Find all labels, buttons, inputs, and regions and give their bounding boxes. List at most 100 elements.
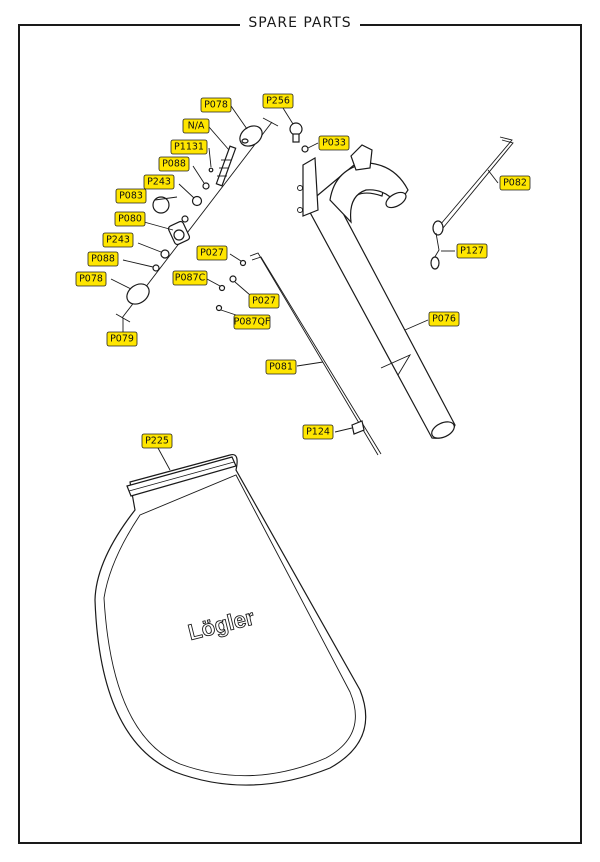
callout-p083: P083 xyxy=(115,188,147,204)
callout-p078-top: P078 xyxy=(200,97,232,113)
callout-p1131: P1131 xyxy=(170,139,208,155)
leader-p078-bot xyxy=(110,278,132,290)
bracket-hole-2 xyxy=(297,207,303,213)
callout-box xyxy=(182,118,210,134)
callout-box xyxy=(248,293,280,309)
callout-label: P076 xyxy=(432,314,456,325)
grip-cap-top xyxy=(239,125,263,147)
fasteners xyxy=(215,122,309,312)
wire-rod xyxy=(439,136,513,226)
callout-label: P078 xyxy=(79,274,103,285)
callout-p076: P076 xyxy=(428,311,460,327)
callout-label: P081 xyxy=(269,362,293,373)
callout-label: P082 xyxy=(503,178,527,189)
grip-cap-top-hole xyxy=(241,138,249,144)
callout-p243-top: P243 xyxy=(143,174,175,190)
bag-collar-line xyxy=(128,461,235,492)
washer-p027a xyxy=(239,259,247,267)
bracket-hole-1 xyxy=(297,185,303,191)
callout-label: P088 xyxy=(91,254,115,265)
callout-box xyxy=(102,232,134,248)
leader-p083 xyxy=(154,196,178,201)
main-tube xyxy=(297,144,456,439)
tube-body xyxy=(305,159,456,439)
callout-label: P225 xyxy=(145,436,169,447)
rod-assembly xyxy=(249,252,382,456)
callout-p127: P127 xyxy=(456,243,488,259)
leader-p243-bot xyxy=(137,242,162,253)
leader-p243-top xyxy=(178,183,195,199)
disc-plate xyxy=(152,196,170,214)
eye-bolt-shank xyxy=(292,133,300,143)
callout-box xyxy=(170,139,208,155)
callout-box xyxy=(196,245,228,261)
callout-label: P087QF xyxy=(234,317,271,328)
top-clamp xyxy=(350,144,373,171)
callout-label: P079 xyxy=(110,334,134,345)
leader-p082 xyxy=(487,169,499,184)
washer-p087c xyxy=(218,284,226,292)
callout-box xyxy=(141,433,173,449)
callout-box xyxy=(499,175,531,191)
switch-screw xyxy=(181,215,189,223)
callout-box xyxy=(143,174,175,190)
callout-box xyxy=(172,270,208,286)
leader-p088-bot xyxy=(122,259,154,268)
leader-p027a xyxy=(229,253,242,262)
callout-box xyxy=(115,188,147,204)
callout-label: P087C xyxy=(175,273,206,284)
callout-p081: P081 xyxy=(265,359,297,375)
callout-label: P256 xyxy=(266,96,290,107)
callouts: P078 P256 N/A P033 P1131 P088 P243 P082 xyxy=(75,93,531,449)
rod-clip xyxy=(351,420,365,435)
collection-bag: Lögler xyxy=(94,453,367,786)
elbow-opening xyxy=(385,191,407,209)
callout-box xyxy=(262,93,294,109)
leader-p1131 xyxy=(208,147,212,168)
callout-label: P1131 xyxy=(174,142,204,153)
leader-p087qf xyxy=(220,309,237,316)
callout-na: N/A xyxy=(182,118,210,134)
leader-p033 xyxy=(307,142,319,149)
mount-bracket xyxy=(302,156,319,217)
wire-rod-2 xyxy=(442,139,514,229)
leader-p088-top xyxy=(192,165,205,184)
callout-p088-top: P088 xyxy=(158,156,190,172)
axis-end-top xyxy=(262,117,279,127)
callout-box xyxy=(106,331,138,347)
callout-box xyxy=(75,271,107,287)
callout-box xyxy=(428,311,460,327)
ring-bottom xyxy=(160,249,170,259)
switch-knob xyxy=(173,229,185,241)
wire-clip-loop xyxy=(430,256,440,270)
ring-top xyxy=(191,195,203,207)
callout-box xyxy=(456,243,488,259)
callout-p080: P080 xyxy=(114,211,146,227)
callout-p033: P033 xyxy=(318,135,350,151)
leader-lines xyxy=(110,105,499,471)
callout-label: P127 xyxy=(460,246,484,257)
callout-box xyxy=(318,135,350,151)
callout-p124: P124 xyxy=(302,424,334,440)
eye-bolt-ring xyxy=(289,122,303,136)
handle-assembly xyxy=(115,117,279,323)
rod-line-1 xyxy=(249,252,379,456)
callout-p256: P256 xyxy=(262,93,294,109)
callout-label: P243 xyxy=(106,235,130,246)
callout-p082: P082 xyxy=(499,175,531,191)
rod-line-2 xyxy=(251,256,382,455)
leader-p081 xyxy=(296,361,324,367)
callout-label: P078 xyxy=(204,100,228,111)
callout-label: P088 xyxy=(162,159,186,170)
knob-p087qf xyxy=(215,304,223,312)
callout-p087qf: P087QF xyxy=(234,314,271,330)
callout-p027-a: P027 xyxy=(196,245,228,261)
callout-label: P083 xyxy=(119,191,143,202)
bag-inner-outline xyxy=(103,474,356,777)
callout-label: P080 xyxy=(118,214,142,225)
pin-small xyxy=(208,167,214,173)
callout-p243-bot: P243 xyxy=(102,232,134,248)
threaded-shaft xyxy=(215,145,237,187)
leader-p027b xyxy=(234,281,251,296)
